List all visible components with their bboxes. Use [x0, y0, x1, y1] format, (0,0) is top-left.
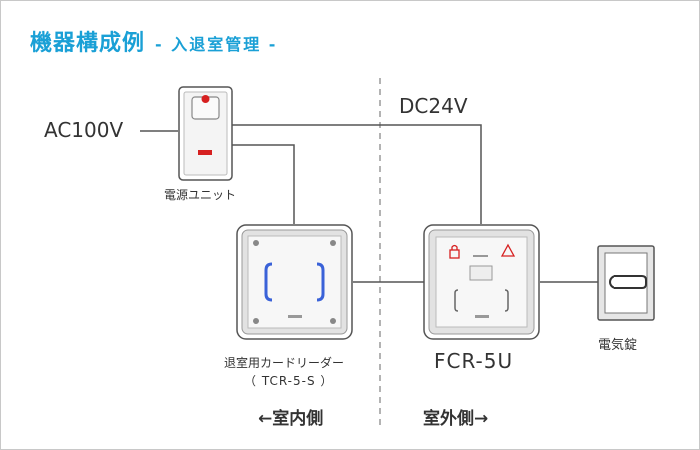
- dc-wire: [232, 124, 482, 224]
- fcr-right-bracket-icon: [504, 289, 509, 312]
- warning-icon: [500, 243, 516, 257]
- door-handle-icon: [609, 275, 647, 289]
- diagram-subtitle: - 入退室管理 -: [155, 35, 278, 54]
- electric-lock-label: 電気錠: [598, 338, 638, 353]
- reader-right-led-icon: [316, 262, 325, 302]
- fcr-left-bracket-icon: [454, 289, 459, 312]
- dc-output-label: DC24V: [399, 94, 468, 118]
- diagram-title: 機器構成例 - 入退室管理 -: [30, 25, 277, 57]
- reader-left-led-icon: [264, 262, 273, 302]
- electric-lock-device: [597, 245, 655, 321]
- psu-to-reader-wire: [232, 144, 295, 224]
- outside-side-label: 室外側→: [423, 409, 489, 429]
- exit-reader-device: [236, 224, 353, 340]
- lock-alert-icon: [449, 244, 460, 259]
- exit-reader-label: 退室用カードリーダー: [224, 356, 345, 370]
- power-unit-device: [178, 86, 233, 181]
- power-led-icon: [201, 95, 210, 103]
- inside-side-label: ←室内側: [258, 409, 324, 429]
- main-reader-label: FCR-5U: [434, 349, 514, 373]
- power-unit-label: 電源ユニット: [164, 188, 237, 202]
- fcr-reader-device: [423, 224, 540, 340]
- ac-input-label: AC100V: [44, 118, 124, 142]
- title-text: 機器構成例: [30, 31, 146, 56]
- exit-reader-model-label: （ TCR-5-S ）: [244, 374, 334, 388]
